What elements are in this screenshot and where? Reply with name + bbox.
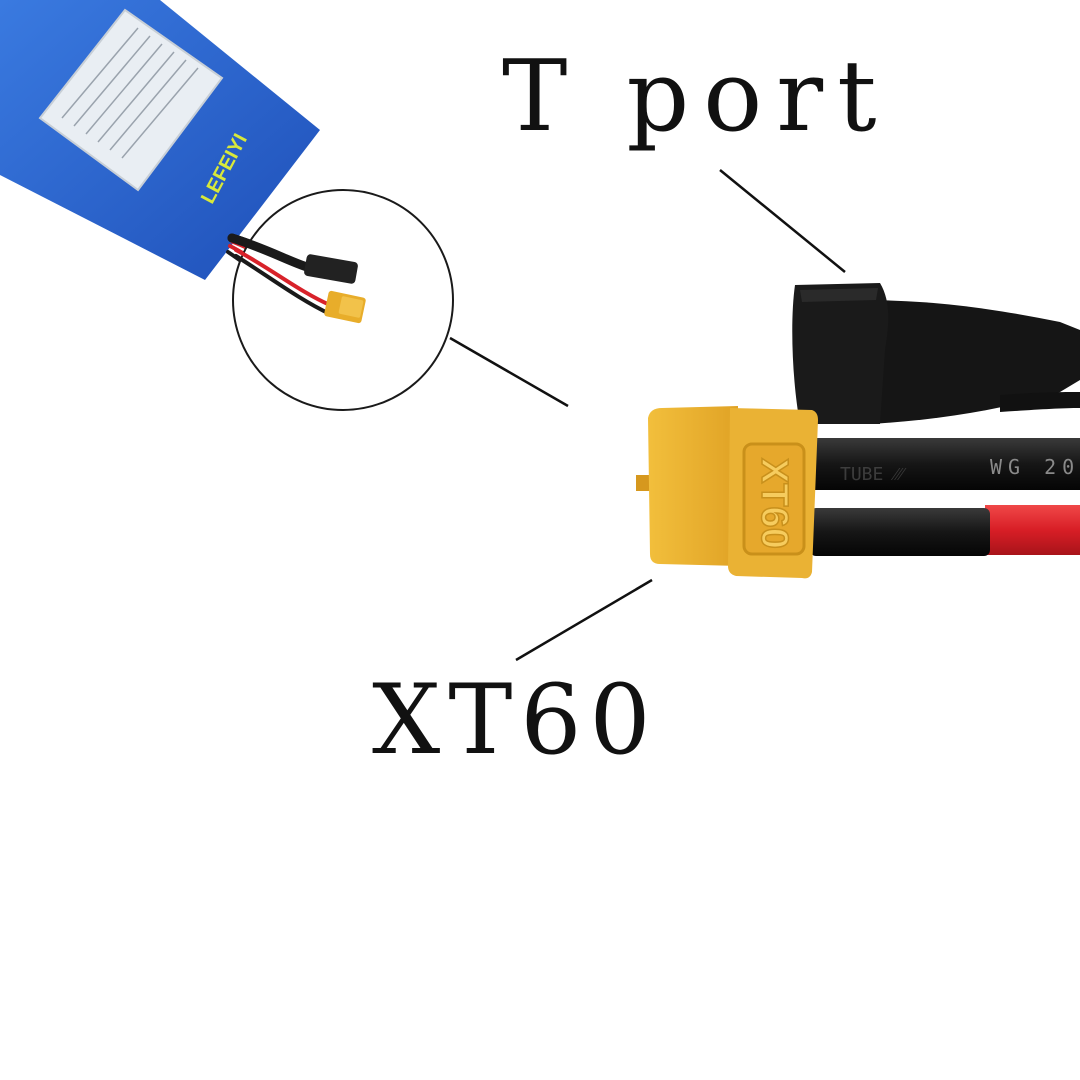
svg-text:TUBE ⁄⁄⁄: TUBE ⁄⁄⁄	[840, 464, 907, 485]
zoom-leader-line	[449, 336, 569, 408]
t-port-label: T port	[502, 40, 891, 154]
xt60-label: XT60	[372, 664, 659, 776]
spec-label	[38, 8, 224, 192]
zoom-circle-icon	[227, 189, 454, 411]
t-port-connector	[792, 283, 1080, 424]
t-port-leader-line	[719, 169, 846, 273]
cable-print: WG 20	[990, 455, 1080, 479]
xt60-leader-line	[515, 578, 653, 662]
connector-embossed-text: XT60	[753, 458, 795, 549]
xt60-wires: WG 20 TUBE ⁄⁄⁄	[810, 438, 1080, 556]
xt60-connector: XT60	[636, 406, 818, 579]
